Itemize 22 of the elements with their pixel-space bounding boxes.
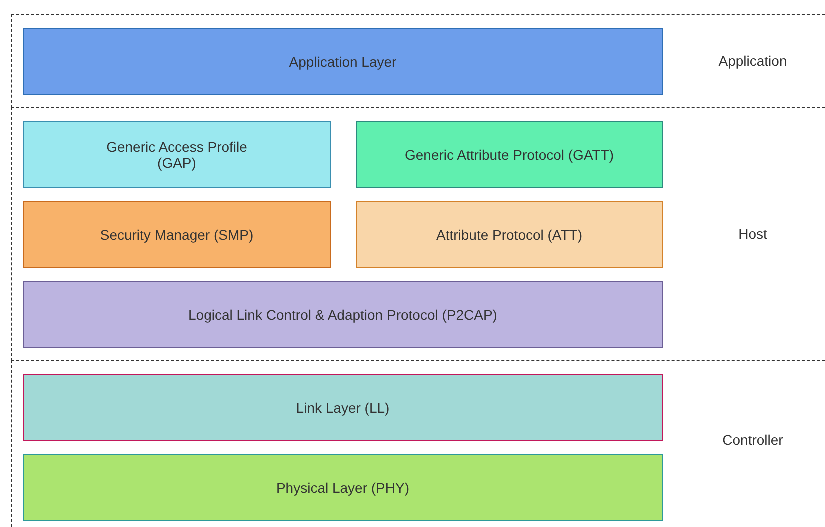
group-label: Controller (722, 432, 784, 448)
layer-label: Generic Attribute Protocol (GATT) (404, 146, 614, 162)
group-label: Application (718, 53, 788, 69)
layer-label: Attribute Protocol (ATT) (436, 226, 582, 242)
layer-label: Security Manager (SMP) (100, 226, 254, 242)
layer-label: Logical Link Control & Adaption Protocol (P2CAP) (188, 306, 498, 322)
protocol-layer-box (23, 281, 663, 348)
protocol-layer-box (23, 28, 663, 95)
layer-label: Generic Access Profile (GAP) (106, 138, 248, 170)
protocol-layer-box (356, 201, 663, 268)
protocol-layer-box (23, 374, 663, 441)
layer-label: Link Layer (LL) (296, 400, 390, 416)
layer-group-band (11, 360, 825, 527)
layer-group-band (11, 107, 825, 361)
layer-label: Application Layer (289, 54, 397, 70)
protocol-layer-box (23, 201, 331, 268)
protocol-layer-box (356, 121, 663, 188)
layer-group-band (11, 14, 825, 108)
layer-label: Physical Layer (PHY) (276, 480, 410, 496)
protocol-layer-box (23, 454, 663, 521)
protocol-layer-box (23, 121, 331, 188)
group-label: Host (738, 226, 768, 242)
